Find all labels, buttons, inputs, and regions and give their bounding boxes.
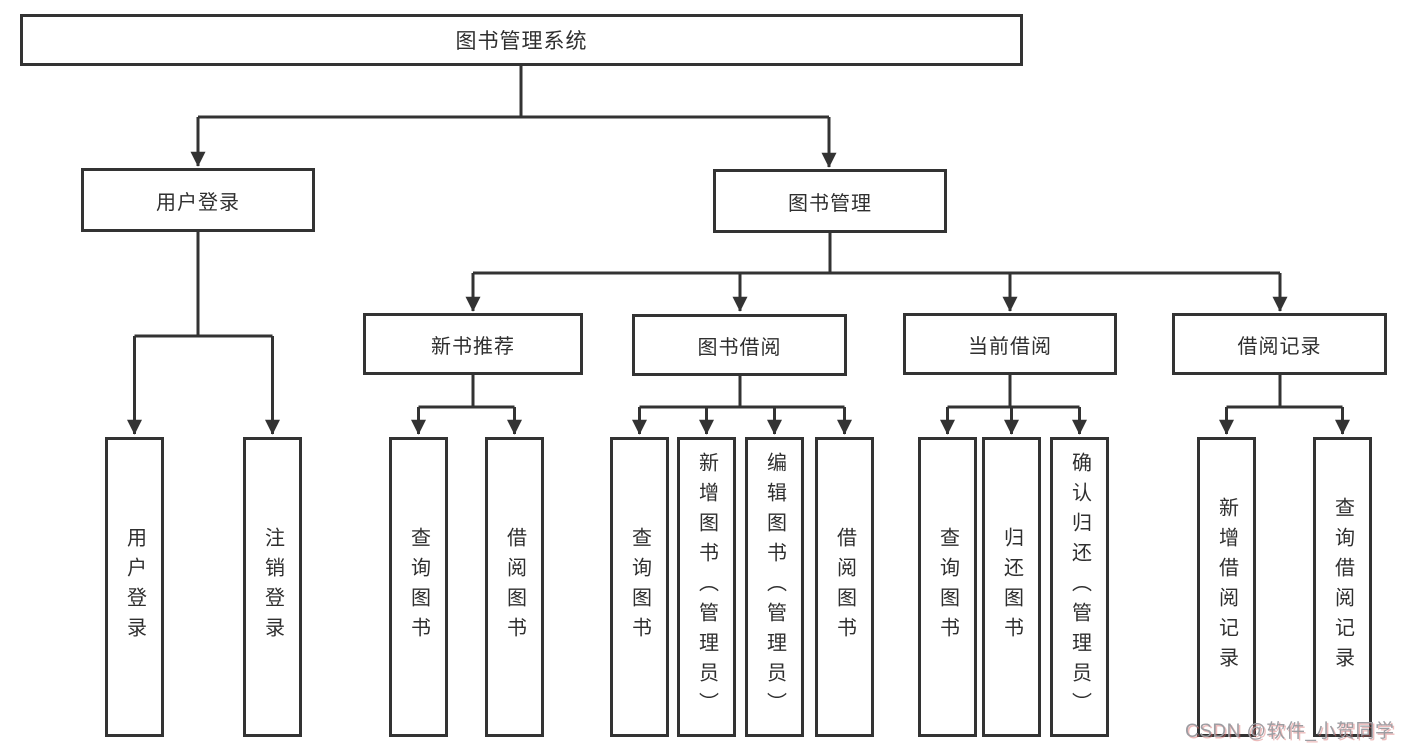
leaf-query-books-recommend: 查询图书: [389, 437, 448, 737]
leaf-borrow-books-recommend: 借阅图书: [485, 437, 544, 737]
leaf-query-books-borrowing: 查询图书: [610, 437, 669, 737]
csdn-watermark: CSDN @软件_小贺同学: [1185, 721, 1395, 742]
leaf-label: 编辑图书（管理员）: [763, 452, 786, 722]
node-current-borrowing: 当前借阅: [903, 313, 1117, 375]
leaf-add-borrow-record: 新增借阅记录: [1197, 437, 1256, 737]
node-label: 用户登录: [156, 191, 240, 214]
leaf-label: 借阅图书: [833, 527, 856, 647]
leaf-return-books: 归还图书: [982, 437, 1041, 737]
node-book-borrowing: 图书借阅: [632, 314, 847, 376]
leaf-confirm-return-admin: 确认归还（管理员）: [1050, 437, 1109, 737]
node-book-management: 图书管理: [713, 169, 947, 233]
leaf-label: 注销登录: [261, 527, 284, 647]
leaf-label: 用户登录: [123, 527, 146, 647]
leaf-edit-book-admin: 编辑图书（管理员）: [745, 437, 804, 737]
tree-arrows: [127, 117, 1350, 435]
leaf-label: 查询图书: [407, 527, 430, 647]
leaf-add-book-admin: 新增图书（管理员）: [677, 437, 736, 737]
leaf-logout: 注销登录: [243, 437, 302, 737]
leaf-query-borrow-record: 查询借阅记录: [1313, 437, 1372, 737]
node-new-book-recommendation: 新书推荐: [363, 313, 583, 375]
node-label: 图书管理: [788, 192, 872, 215]
leaf-label: 新增借阅记录: [1215, 497, 1238, 677]
node-label: 图书借阅: [697, 336, 782, 359]
node-borrowing-records: 借阅记录: [1172, 313, 1387, 375]
node-library-management-system: 图书管理系统: [20, 14, 1023, 66]
leaf-user-login: 用户登录: [105, 437, 164, 737]
node-label: 当前借阅: [968, 335, 1052, 358]
leaf-query-books-current: 查询图书: [918, 437, 977, 737]
leaf-label: 查询借阅记录: [1331, 497, 1354, 677]
leaf-label: 查询图书: [936, 527, 959, 647]
leaf-label: 归还图书: [1000, 527, 1023, 647]
node-label: 图书管理系统: [455, 30, 588, 53]
leaf-label: 确认归还（管理员）: [1068, 452, 1091, 722]
leaf-label: 借阅图书: [503, 527, 526, 647]
node-user-login: 用户登录: [81, 168, 315, 232]
leaf-label: 查询图书: [628, 527, 651, 647]
node-label: 借阅记录: [1237, 335, 1322, 358]
node-label: 新书推荐: [431, 335, 515, 358]
leaf-borrow-books: 借阅图书: [815, 437, 874, 737]
leaf-label: 新增图书（管理员）: [695, 452, 718, 722]
